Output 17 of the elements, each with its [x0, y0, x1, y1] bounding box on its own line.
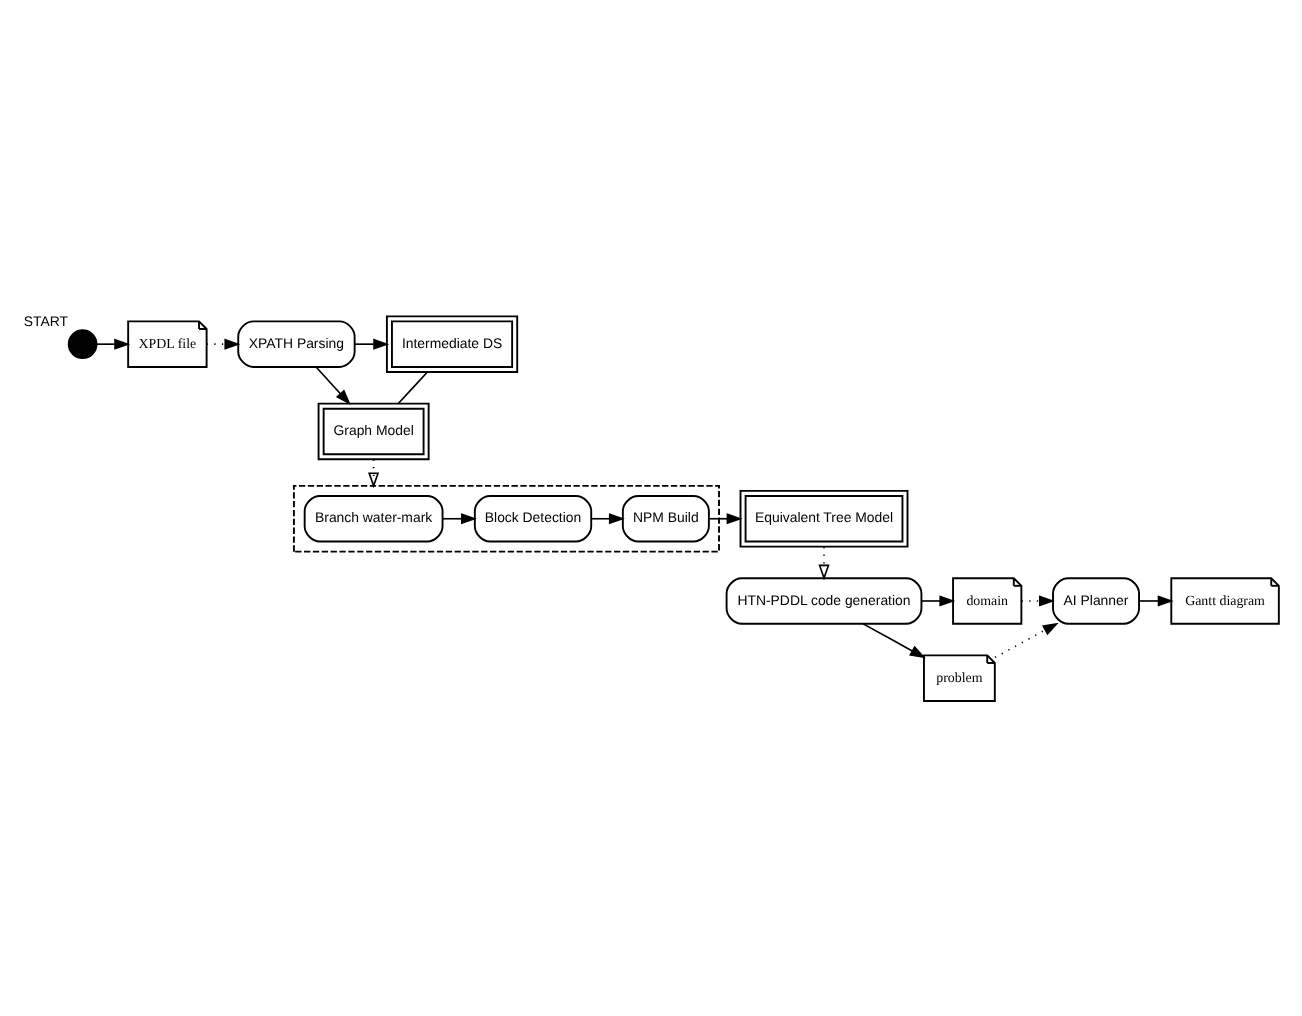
- arrow: [1138, 595, 1174, 607]
- arrow: [862, 623, 926, 659]
- arrow: [818, 546, 830, 581]
- node-circle: [67, 329, 98, 360]
- arrow: [920, 595, 956, 607]
- arrow: [708, 513, 743, 525]
- connector: [397, 371, 429, 405]
- arrow: [315, 366, 351, 406]
- arrow: [994, 622, 1059, 659]
- cluster: [292, 484, 720, 553]
- arrow: [368, 458, 380, 489]
- arrow: [1020, 595, 1055, 607]
- arrow: [205, 338, 241, 350]
- arrow: [590, 513, 625, 525]
- arrow: [96, 338, 131, 350]
- arrow: [353, 338, 390, 350]
- arrow: [441, 513, 477, 525]
